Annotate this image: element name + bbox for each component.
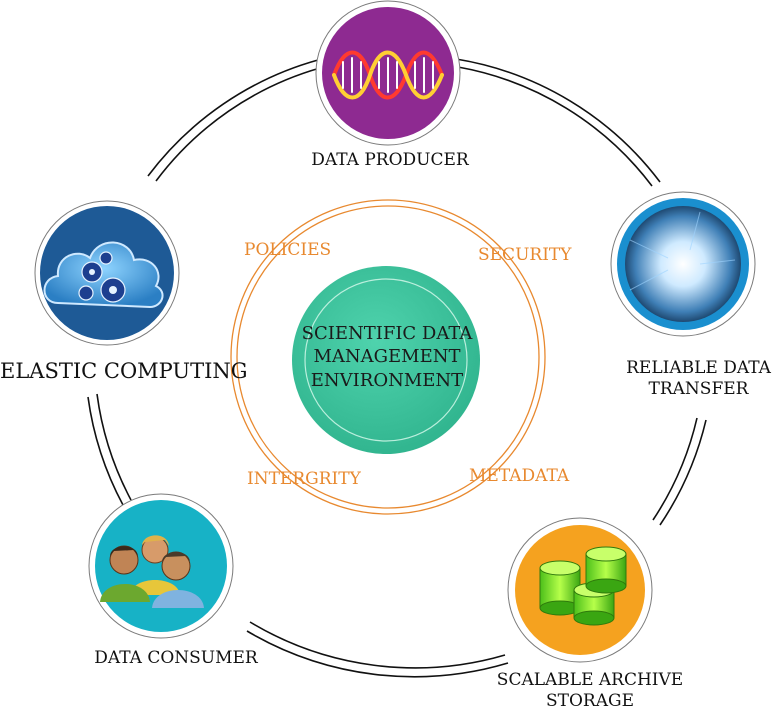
data-consumer-node[interactable] (88, 493, 234, 639)
label-data-producer: DATA PRODUCER (311, 150, 469, 170)
users-group-icon (100, 535, 204, 608)
database-stack-icon (539, 546, 627, 626)
label-policies: POLICIES (244, 240, 332, 260)
label-data-consumer: DATA CONSUMER (94, 648, 258, 668)
label-scalable-archive-storage: SCALABLE ARCHIVE STORAGE (490, 670, 690, 713)
center-title-line2: MANAGEMENT (313, 346, 461, 368)
reliable-data-transfer-node[interactable] (610, 191, 756, 337)
dna-icon (332, 50, 444, 100)
label-intergrity: INTERGRITY (247, 469, 361, 489)
label-reliable-data-transfer: RELIABLE DATA TRANSFER (620, 358, 777, 401)
label-scalable-archive-storage-line1: SCALABLE ARCHIVE (496, 670, 684, 690)
scalable-archive-storage-node[interactable] (507, 517, 653, 663)
label-reliable-data-transfer-line1: RELIABLE DATA (626, 358, 771, 378)
label-metadata: METADATA (469, 466, 570, 486)
center-hub (292, 266, 480, 454)
label-reliable-data-transfer-line2: TRANSFER (648, 379, 749, 400)
data-producer-node[interactable] (315, 0, 461, 146)
data-tunnel-icon (625, 206, 741, 322)
center-title-line1: SCIENTIFIC DATA (301, 323, 473, 344)
properties-ring (230, 199, 546, 515)
outer-connector-arcs (87, 58, 707, 678)
cloud-gears-icon (43, 241, 164, 309)
label-scalable-archive-storage-line2: STORAGE (546, 691, 634, 712)
label-security: SECURITY (478, 245, 572, 265)
center-title-line3: ENVIRONMENT (310, 369, 464, 391)
label-elastic-computing: ELASTIC COMPUTING (0, 359, 248, 383)
center-title: SCIENTIFIC DATA MANAGEMENT ENVIRONMENT (297, 322, 477, 392)
elastic-computing-node[interactable] (34, 200, 180, 346)
